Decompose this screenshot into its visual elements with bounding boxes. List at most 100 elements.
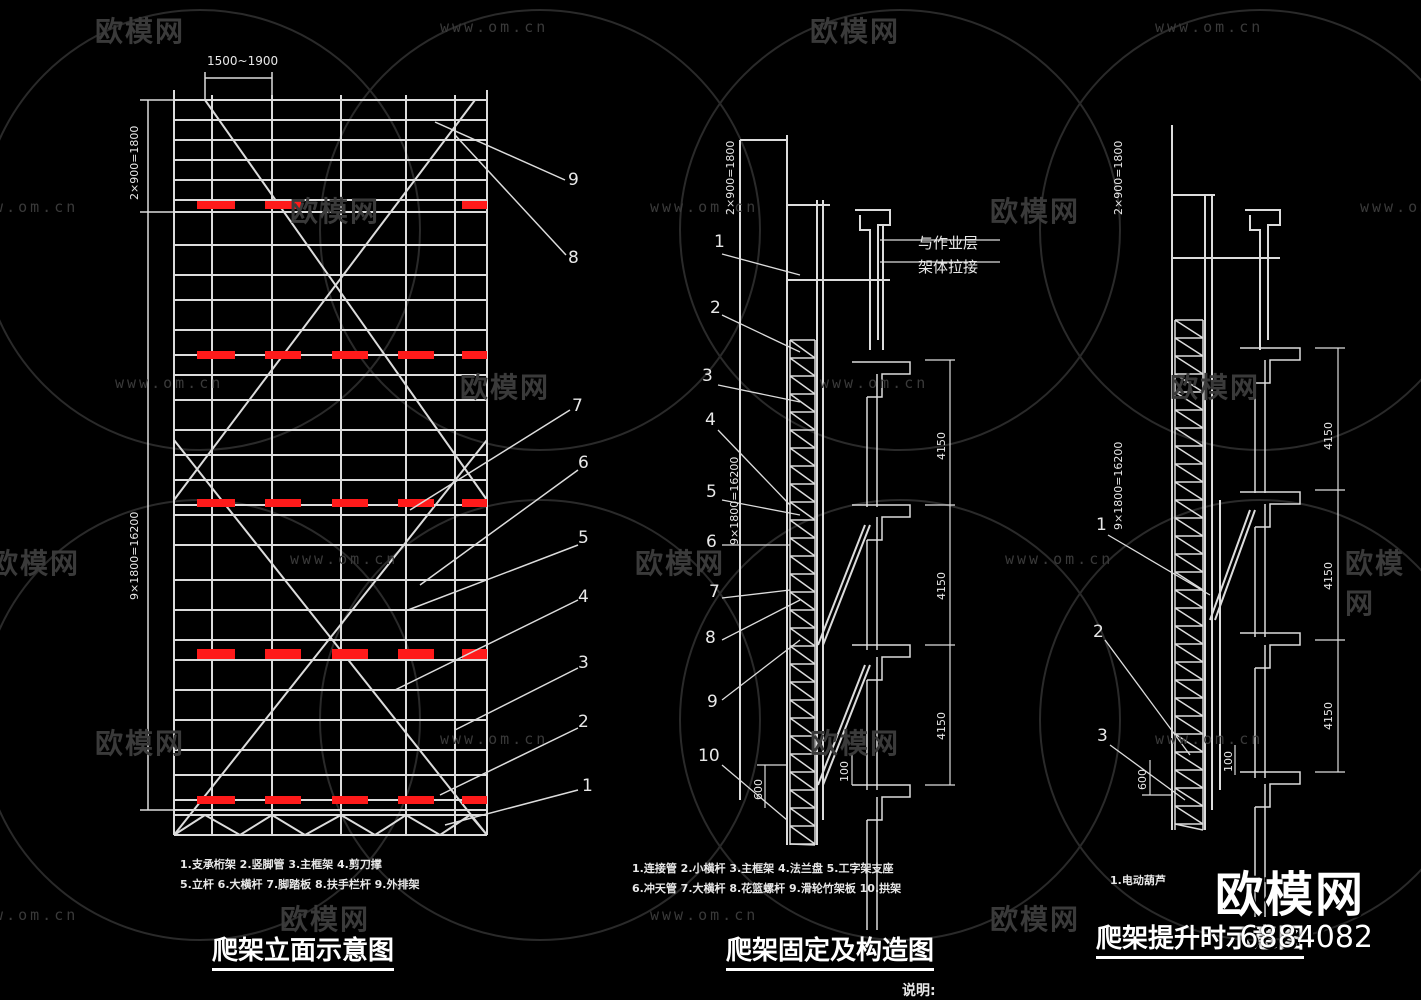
middle-building-slabs — [852, 361, 911, 930]
red-toe-board — [197, 201, 235, 209]
middle-callout-leaders — [717, 253, 801, 821]
left-vdim-top: 2×900=1800 — [128, 125, 141, 200]
left-callout-3: 3 — [578, 653, 589, 673]
middle-dimension-lines — [757, 239, 1000, 808]
truss-diagonal — [789, 681, 816, 701]
right-building-slabs — [1240, 347, 1301, 917]
watermark-logo: 欧模网 — [810, 15, 901, 48]
truss-diagonal — [1174, 787, 1204, 807]
middle-floor-dim-1: 4150 — [935, 432, 948, 460]
truss-diagonal — [1174, 499, 1204, 519]
red-toe-board — [265, 796, 301, 804]
floor-slab — [1240, 491, 1301, 528]
right-frame-lines — [1171, 125, 1281, 830]
watermark-logo: 欧模网 — [1345, 547, 1406, 620]
left-callout-leaders — [394, 121, 579, 826]
red-toe-board — [265, 201, 301, 209]
left-callout-4: 4 — [578, 587, 589, 607]
truss-diagonal — [789, 843, 816, 846]
red-toe-board — [332, 351, 368, 359]
middle-vdim-main: 9×1800=16200 — [728, 456, 741, 545]
red-toe-board — [462, 201, 487, 209]
right-callout-1: 1 — [1096, 515, 1107, 535]
truss-diagonal — [1174, 661, 1204, 681]
truss-diagonal — [1174, 517, 1204, 537]
floor-slab — [1240, 347, 1301, 384]
truss-diagonal — [1174, 535, 1204, 555]
truss-diagonal — [1174, 571, 1204, 591]
red-toe-board — [332, 499, 368, 507]
model-code: 6884082 — [1239, 920, 1373, 955]
middle-small-dim-100: 100 — [838, 761, 851, 782]
floor-slab — [852, 644, 911, 681]
right-hoist-chains — [1209, 500, 1256, 790]
truss-diagonal — [789, 501, 816, 521]
truss-diagonal — [789, 555, 816, 575]
truss-diagonal — [1174, 373, 1204, 393]
middle-diagonal-struts — [817, 524, 871, 786]
red-toe-board — [197, 796, 235, 804]
truss-diagonal — [789, 753, 816, 773]
right-small-dim-600: 600 — [1136, 769, 1149, 790]
left-side-dimension — [140, 99, 174, 811]
floor-slab — [852, 361, 911, 398]
right-vdim-top: 2×900=1800 — [1112, 140, 1125, 215]
watermark-url: www.om.cn — [1155, 18, 1264, 36]
red-toe-board — [462, 796, 487, 804]
right-callout-3: 3 — [1097, 726, 1108, 746]
right-legend-line1: 1.电动葫芦 — [1110, 874, 1166, 887]
red-toe-board — [332, 649, 368, 659]
middle-main-truss — [789, 339, 816, 846]
truss-diagonal — [1174, 823, 1204, 831]
middle-footer-note: 说明: — [902, 983, 936, 999]
watermark-url: www.om.cn — [820, 374, 929, 392]
truss-diagonal — [1174, 733, 1204, 753]
left-elevation-frame — [173, 90, 488, 835]
middle-legend-line1: 1.连接管 2.小横杆 3.主框架 4.法兰盘 5.工字架支座 — [632, 862, 894, 875]
watermark-logo: 欧模网 — [460, 371, 551, 404]
left-top-dim-label: 1500~1900 — [207, 54, 279, 68]
floor-slab — [1240, 771, 1301, 808]
watermark-logo: 欧模网 — [95, 727, 186, 760]
middle-callout-4: 4 — [705, 410, 716, 430]
left-callout-6: 6 — [578, 453, 589, 473]
truss-diagonal — [789, 339, 816, 359]
middle-callout-2: 2 — [710, 298, 721, 318]
watermark-logo: 欧模网 — [0, 547, 81, 580]
middle-small-dim-600: 600 — [752, 779, 765, 800]
watermark-logo: 欧模网 — [290, 195, 381, 228]
red-toe-board — [462, 351, 487, 359]
right-floor-dim-1: 4150 — [1322, 422, 1335, 450]
red-toe-board — [265, 649, 301, 659]
left-figure-title: 爬架立面示意图 — [212, 930, 395, 971]
truss-diagonal — [789, 447, 816, 467]
truss-diagonal — [1174, 715, 1204, 735]
truss-diagonal — [789, 573, 816, 593]
truss-diagonal — [1174, 409, 1204, 429]
red-toe-board — [398, 351, 434, 359]
truss-diagonal — [1174, 607, 1204, 627]
truss-diagonal — [789, 537, 816, 557]
truss-diagonal — [789, 357, 816, 377]
left-callout-5: 5 — [578, 528, 589, 548]
truss-diagonal — [1174, 427, 1204, 447]
middle-note-line2: 架体拉接 — [918, 258, 979, 276]
truss-diagonal — [1174, 553, 1204, 573]
watermark-url: www.om.cn — [1360, 198, 1421, 216]
truss-diagonal — [789, 483, 816, 503]
truss-diagonal — [789, 771, 816, 791]
middle-legend-line2: 6.冲天管 7.大横杆 8.花篮螺杆 9.滑轮竹架板 10.拱架 — [632, 882, 902, 895]
left-callout-7: 7 — [572, 396, 583, 416]
watermark-url: www.om.cn — [0, 198, 79, 216]
truss-diagonal — [1174, 391, 1204, 411]
right-floor-dim-3: 4150 — [1322, 702, 1335, 730]
watermark-logo: 欧模网 — [95, 15, 186, 48]
watermark-logo: 欧模网 — [1170, 371, 1261, 404]
truss-diagonal — [789, 627, 816, 647]
truss-diagonal — [789, 429, 816, 449]
truss-diagonal — [1174, 445, 1204, 465]
truss-diagonal — [789, 735, 816, 755]
truss-diagonal — [789, 465, 816, 485]
middle-floor-dim-2: 4150 — [935, 572, 948, 600]
middle-callout-5: 5 — [706, 482, 717, 502]
